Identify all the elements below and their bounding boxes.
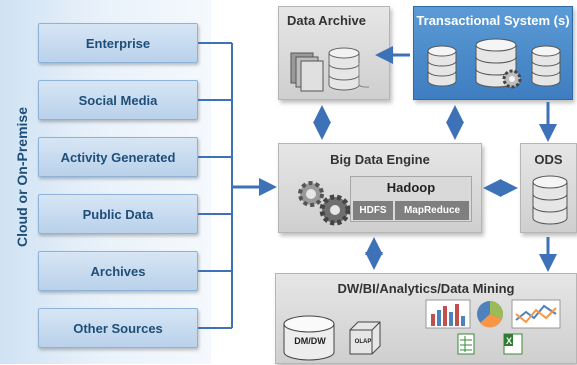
- transactional-system-box: Transactional System (s): [413, 6, 573, 100]
- big-data-engine-title: Big Data Engine: [330, 152, 430, 167]
- transactional-databases-icon: [427, 38, 561, 89]
- gears-icon: [298, 181, 351, 226]
- olap-cube-icon: [349, 321, 381, 355]
- excel-icon: X: [503, 333, 523, 355]
- archive-documents-icon: [290, 47, 370, 92]
- source-public-data: Public Data: [38, 194, 198, 234]
- pie-chart-icon: [477, 301, 503, 328]
- svg-text:X: X: [506, 336, 512, 346]
- source-activity-generated: Activity Generated: [38, 137, 198, 177]
- spreadsheet-icon: [457, 333, 475, 355]
- source-archives: Archives: [38, 251, 198, 291]
- hadoop-box: Hadoop HDFS MapReduce: [350, 176, 472, 222]
- dw-bi-icons: X: [283, 299, 561, 361]
- mapreduce-label: MapReduce: [395, 201, 469, 220]
- data-archive-box: Data Archive: [278, 6, 390, 100]
- hdfs-label: HDFS: [353, 201, 393, 220]
- sources-panel: Cloud or On-Premise Enterprise Social Me…: [0, 0, 211, 364]
- dw-bi-title: DW/BI/Analytics/Data Mining: [337, 281, 515, 296]
- archive-database-icon: [328, 47, 370, 91]
- ods-title: ODS: [534, 152, 563, 167]
- dmdw-cylinder-icon: [283, 315, 335, 361]
- line-chart-icon: [511, 299, 561, 329]
- hadoop-title: Hadoop: [386, 180, 436, 195]
- source-other-sources: Other Sources: [38, 308, 198, 348]
- database-gear-icon: [475, 38, 522, 89]
- source-social-media: Social Media: [38, 80, 198, 120]
- dmdw-label: DM/DW: [294, 336, 326, 346]
- olap-label: OLAP: [354, 339, 372, 345]
- source-bus-lines: [198, 42, 233, 329]
- dw-bi-box: DW/BI/Analytics/Data Mining: [275, 273, 577, 364]
- bar-chart-icon: [425, 299, 471, 329]
- ods-database-icon: [532, 175, 568, 225]
- source-enterprise: Enterprise: [38, 23, 198, 63]
- data-archive-title: Data Archive: [287, 13, 366, 28]
- transactional-system-title: Transactional System (s): [416, 13, 570, 28]
